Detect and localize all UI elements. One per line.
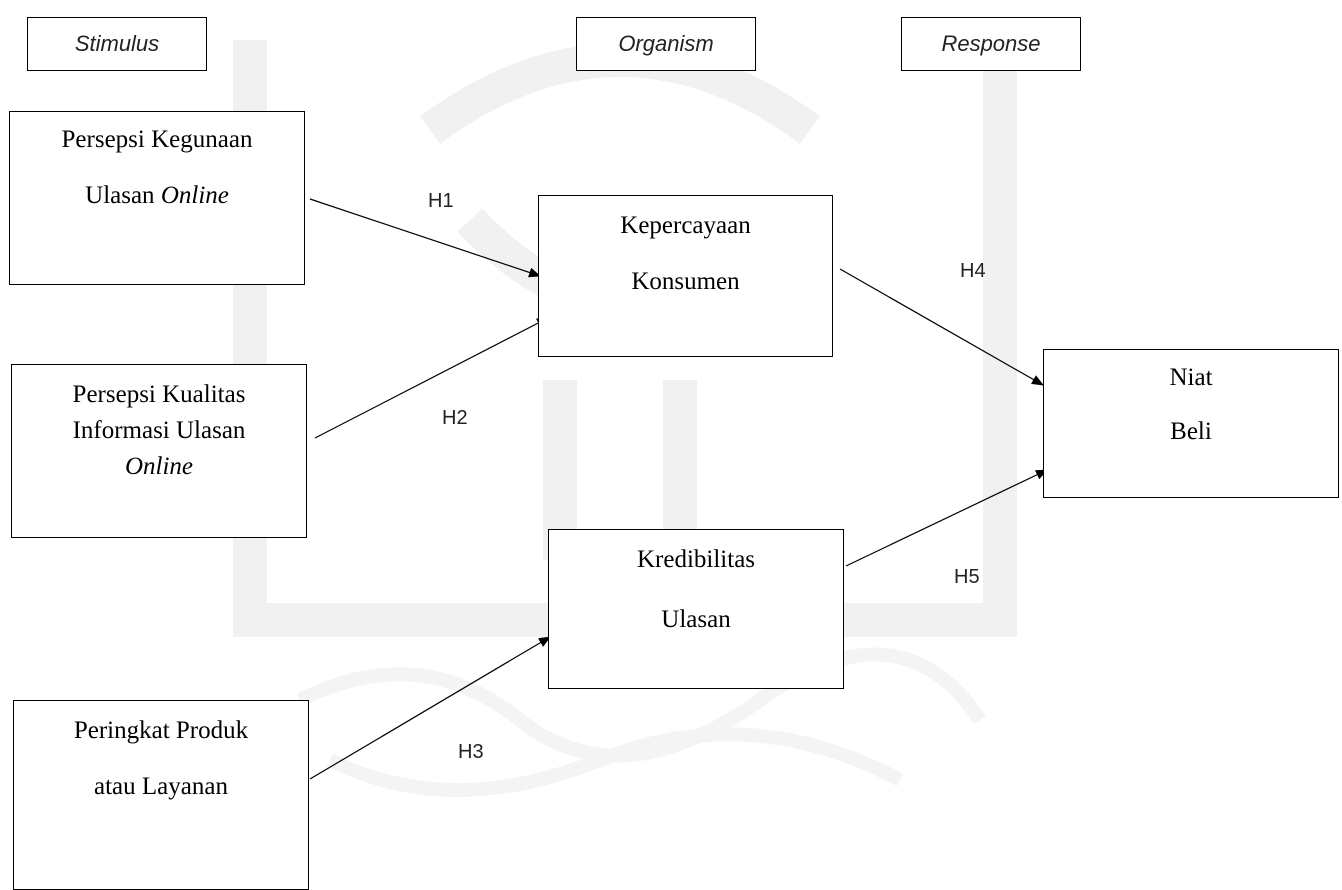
node-label-line: Ulasan Online bbox=[10, 182, 304, 210]
node-label-line: Persepsi Kualitas bbox=[72, 381, 246, 408]
node-label-line: Beli bbox=[1170, 418, 1212, 445]
node-label-line: Kepercayaan bbox=[620, 212, 751, 239]
arrow-h2 bbox=[314, 317, 549, 439]
node-label-line: Niat bbox=[1169, 364, 1213, 391]
header-response: Response bbox=[901, 17, 1081, 71]
node-label-line: atau Layanan bbox=[94, 773, 228, 800]
node-peringkat-produk: Peringkat Produk atau Layanan bbox=[13, 700, 309, 890]
hypothesis-label-h3: H3 bbox=[458, 741, 484, 763]
node-label-line: Ulasan bbox=[661, 606, 731, 633]
node-label-line: Online bbox=[124, 453, 194, 480]
node-persepsi-kegunaan-ulasan-online: Persepsi Kegunaan Ulasan Online bbox=[9, 111, 305, 285]
node-label-text: Ulasan bbox=[85, 182, 161, 209]
hypothesis-label-h1: H1 bbox=[428, 190, 454, 212]
hypothesis-label-h5: H5 bbox=[954, 566, 980, 588]
node-label-line: Informasi Ulasan bbox=[72, 417, 246, 444]
node-niat-beli: Niat Beli bbox=[1043, 349, 1339, 498]
node-label-line: Kredibilitas bbox=[636, 546, 756, 573]
node-label-line: Peringkat Produk bbox=[73, 717, 249, 744]
hypothesis-label-h4: H4 bbox=[960, 260, 986, 282]
hypothesis-label-h2: H2 bbox=[442, 407, 468, 429]
arrow-h3 bbox=[309, 636, 551, 780]
node-kepercayaan-konsumen: Kepercayaan Konsumen bbox=[538, 195, 833, 357]
node-label-line: Persepsi Kegunaan bbox=[61, 126, 253, 153]
header-stimulus: Stimulus bbox=[27, 17, 207, 71]
arrow-h1 bbox=[309, 198, 541, 278]
node-label-italic: Online bbox=[160, 182, 229, 209]
node-kredibilitas-ulasan: Kredibilitas Ulasan bbox=[548, 529, 844, 689]
arrow-h5 bbox=[845, 469, 1048, 567]
header-organism: Organism bbox=[576, 17, 756, 71]
node-label-line: Konsumen bbox=[631, 268, 740, 295]
arrow-h4 bbox=[839, 268, 1044, 386]
node-persepsi-kualitas-informasi: Persepsi Kualitas Informasi Ulasan Onlin… bbox=[11, 364, 307, 538]
